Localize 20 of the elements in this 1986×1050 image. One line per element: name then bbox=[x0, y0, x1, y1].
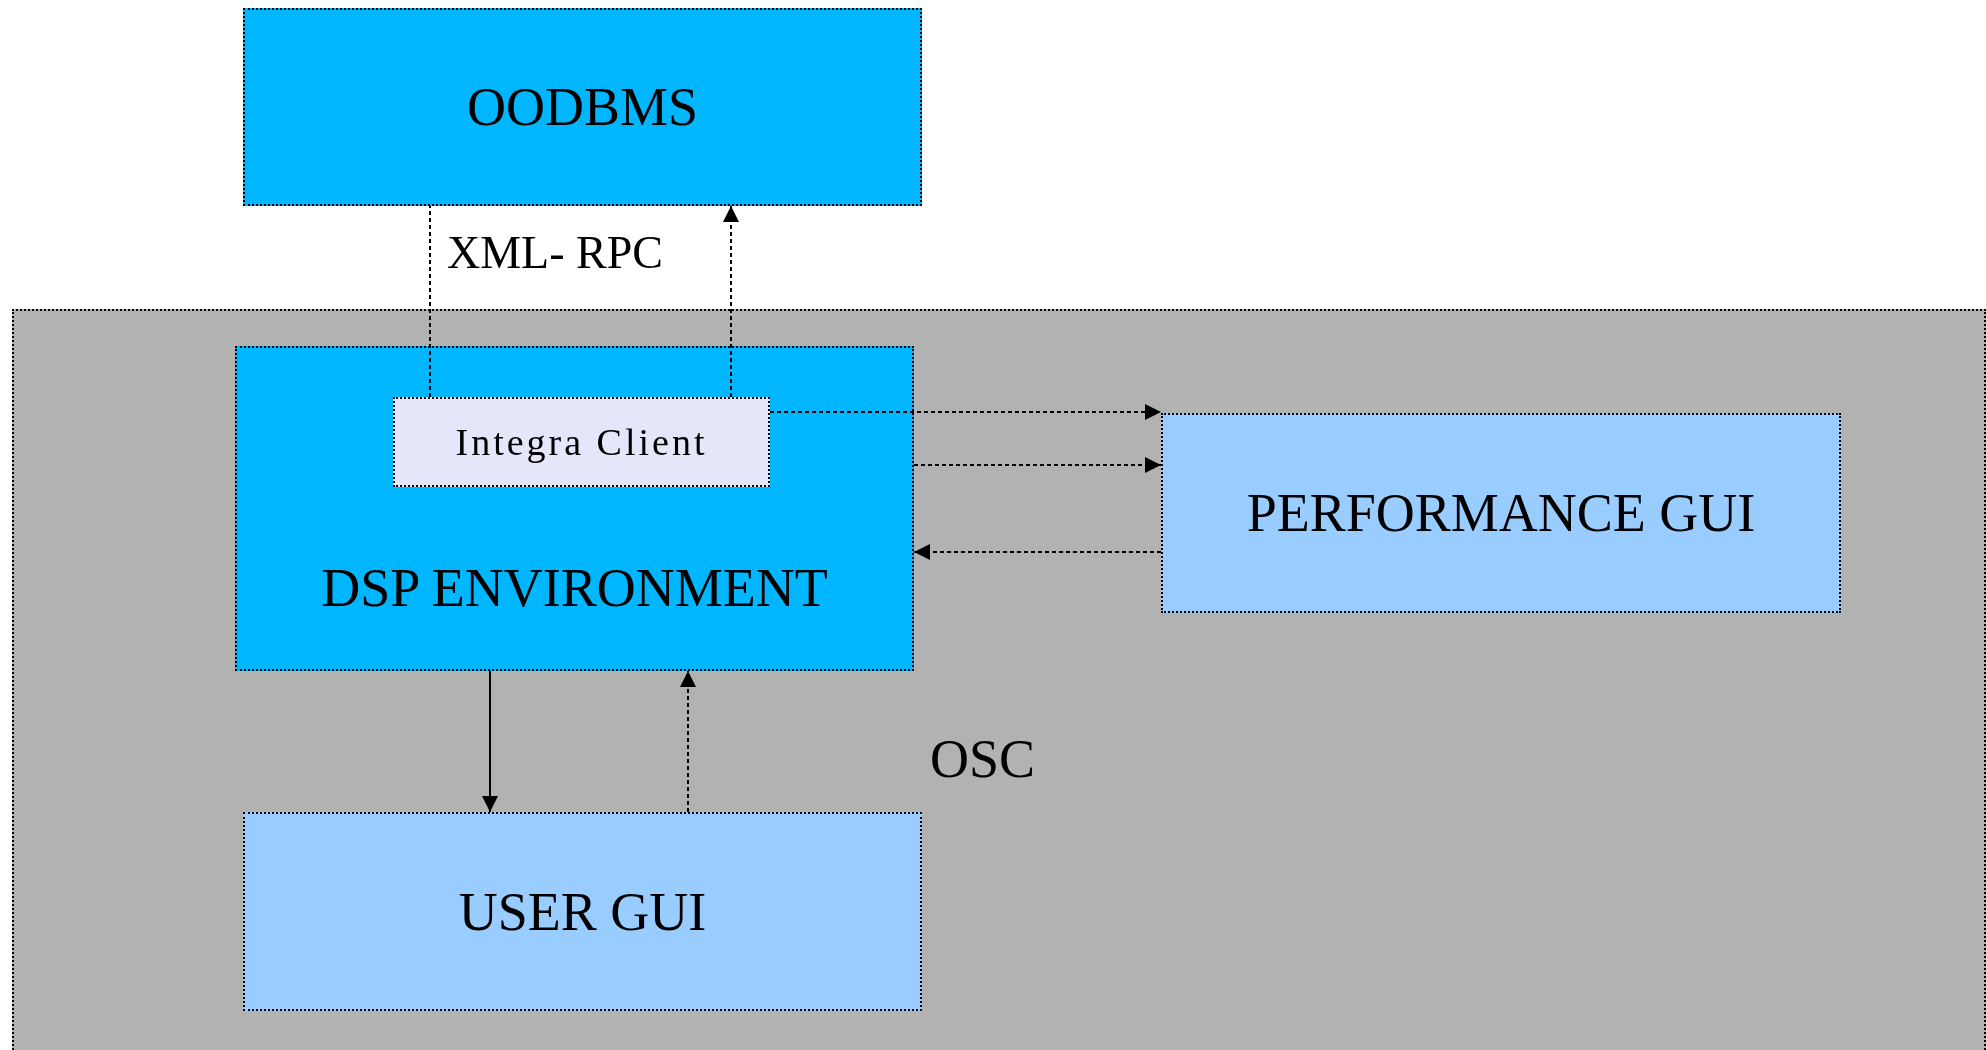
arrow bbox=[913, 457, 1162, 473]
node-label: Integra Client bbox=[455, 420, 708, 464]
connector-line bbox=[429, 205, 431, 398]
protocol-label: OSC bbox=[930, 728, 1036, 790]
gui-box bbox=[1161, 413, 1841, 613]
arrow bbox=[680, 670, 696, 813]
node-label: OODBMS bbox=[466, 76, 699, 138]
arrow bbox=[913, 544, 1162, 560]
process-box bbox=[235, 346, 914, 671]
system-panel bbox=[12, 309, 1986, 1050]
protocol-label: XML- RPC bbox=[447, 226, 663, 279]
database-box bbox=[243, 8, 922, 206]
client-box bbox=[393, 397, 770, 487]
gui-box bbox=[243, 812, 922, 1011]
node-label: USER GUI bbox=[458, 880, 707, 943]
node-label: PERFORMANCE GUI bbox=[1246, 482, 1756, 544]
arrow bbox=[723, 205, 739, 398]
arrow bbox=[482, 670, 498, 813]
node-label: DSP ENVIRONMENT bbox=[321, 557, 828, 619]
arrow bbox=[769, 404, 1162, 420]
